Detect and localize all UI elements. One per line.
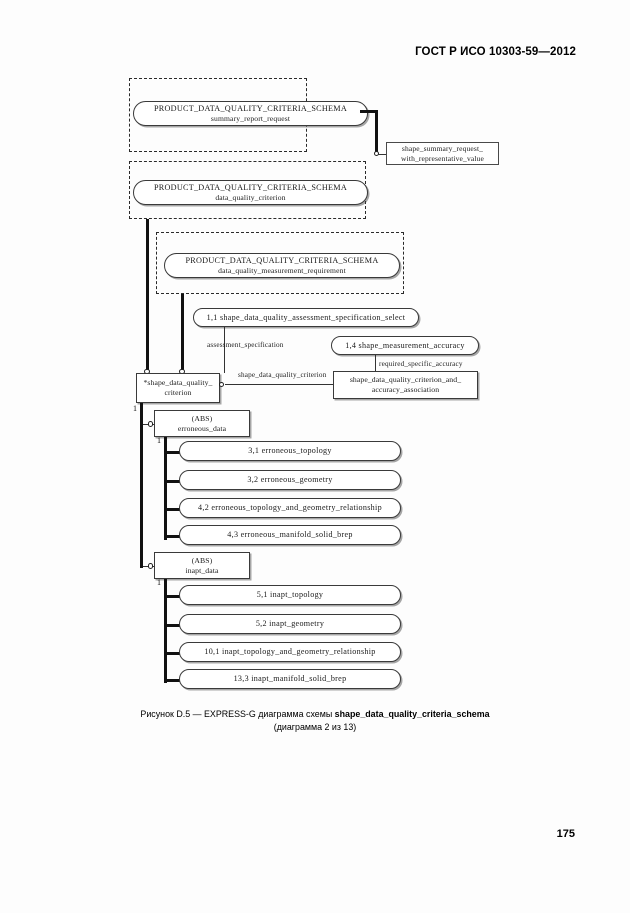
schema-ref-schema-name: PRODUCT_DATA_QUALITY_CRITERIA_SCHEMA bbox=[185, 255, 379, 265]
entity-abs-inapt-data[interactable]: (ABS) inapt_data bbox=[154, 552, 250, 579]
subtype-stub-erroneous-1 bbox=[166, 480, 180, 483]
connector-circle-abs-inapt bbox=[148, 563, 154, 569]
connector-assessment-specification bbox=[224, 327, 225, 373]
schema-ref-entity-name: data_quality_criterion bbox=[215, 192, 286, 202]
entity-inapt-topology-and-geometry-relationship[interactable]: 10,1 inapt_topology_and_geometry_relatio… bbox=[179, 642, 401, 662]
supertype-main-trunk bbox=[140, 403, 143, 568]
page-number: 175 bbox=[556, 828, 575, 840]
entity-line-2: criterion bbox=[164, 388, 192, 397]
subtype-bar-inapt bbox=[164, 579, 167, 683]
entity-abs-erroneous-data[interactable]: (ABS) erroneous_data bbox=[154, 410, 250, 437]
standard-header: ГОСТ Р ИСО 10303-59—2012 bbox=[415, 46, 576, 58]
schema-ref-entity-name: summary_report_request bbox=[210, 113, 291, 123]
entity-line-1: *shape_data_quality_ bbox=[143, 378, 213, 388]
subtype-stub-inapt-0 bbox=[166, 595, 180, 598]
subtype-label: 5,2 inapt_geometry bbox=[255, 619, 325, 628]
edge-label-assessment-specification: assessment_specification bbox=[207, 341, 284, 349]
subtype-bar-erroneous bbox=[164, 437, 167, 540]
abs-marker: (ABS) bbox=[191, 555, 213, 565]
subtype-label: 13,3 inapt_manifold_solid_brep bbox=[233, 674, 347, 683]
subtype-label: 3,2 erroneous_geometry bbox=[247, 475, 333, 484]
caption-prefix: Рисунок D.5 — EXPRESS-G диаграмма схемы bbox=[140, 709, 335, 719]
cardinality-inapt: 1 bbox=[157, 578, 161, 587]
entity-erroneous-topology[interactable]: 3,1 erroneous_topology bbox=[179, 441, 401, 461]
supertype-name: inapt_data bbox=[185, 565, 219, 575]
schema-frame-data-quality-measurement-requirement bbox=[156, 232, 404, 294]
type-shape-data-quality-assessment-specification-select[interactable]: 1,1 shape_data_quality_assessment_specif… bbox=[193, 308, 419, 327]
schema-ref-entity-name: data_quality_measurement_requirement bbox=[218, 265, 346, 275]
entity-erroneous-topology-and-geometry-relationship[interactable]: 4,2 erroneous_topology_and_geometry_rela… bbox=[179, 498, 401, 518]
subtype-label: 3,1 erroneous_topology bbox=[248, 446, 332, 455]
entity-erroneous-manifold-solid-brep[interactable]: 4,3 erroneous_manifold_solid_brep bbox=[179, 525, 401, 545]
trunk-mid-vertical bbox=[181, 294, 184, 372]
express-g-diagram: PRODUCT_DATA_QUALITY_CRITERIA_SCHEMA sum… bbox=[129, 78, 499, 689]
schema-ref-schema-name: PRODUCT_DATA_QUALITY_CRITERIA_SCHEMA bbox=[153, 103, 348, 113]
entity-line-1: shape_data_quality_criterion_and_ bbox=[349, 375, 462, 385]
entity-inapt-topology[interactable]: 5,1 inapt_topology bbox=[179, 585, 401, 605]
schema-ref-data-quality-criterion[interactable]: PRODUCT_DATA_QUALITY_CRITERIA_SCHEMA dat… bbox=[133, 180, 368, 205]
subtype-label: 4,2 erroneous_topology_and_geometry_rela… bbox=[198, 503, 382, 512]
entity-shape-data-quality-criterion-and-accuracy-association[interactable]: shape_data_quality_criterion_and_ accura… bbox=[333, 371, 478, 399]
subtype-stub-erroneous-2 bbox=[166, 508, 180, 511]
schema-ref-schema-name: PRODUCT_DATA_QUALITY_CRITERIA_SCHEMA bbox=[153, 182, 348, 192]
connector-criterion-association bbox=[225, 384, 333, 385]
subtype-label: 10,1 inapt_topology_and_geometry_relatio… bbox=[204, 647, 376, 656]
entity-shape-data-quality-criterion[interactable]: *shape_data_quality_ criterion bbox=[136, 373, 220, 403]
caption-schema-name: shape_data_quality_criteria_schema bbox=[334, 709, 490, 719]
cardinality-erroneous: 1 bbox=[157, 436, 161, 445]
cardinality-left: 1 bbox=[133, 404, 137, 413]
entity-inapt-manifold-solid-brep[interactable]: 13,3 inapt_manifold_solid_brep bbox=[179, 669, 401, 689]
edge-label-shape-data-quality-criterion: shape_data_quality_criterion bbox=[238, 371, 327, 379]
connector-required-specific-accuracy bbox=[375, 355, 376, 373]
type-shape-measurement-accuracy[interactable]: 1,4 shape_measurement_accuracy bbox=[331, 336, 479, 355]
type-label: 1,4 shape_measurement_accuracy bbox=[345, 340, 465, 350]
figure-caption: Рисунок D.5 — EXPRESS-G диаграмма схемы … bbox=[0, 708, 630, 733]
caption-subtitle: (диаграмма 2 из 13) bbox=[273, 721, 357, 732]
connector-summary-vertical bbox=[375, 110, 378, 154]
entity-inapt-geometry[interactable]: 5,2 inapt_geometry bbox=[179, 614, 401, 634]
note-line-1: shape_summary_request_ bbox=[401, 144, 484, 154]
connector-circle-criterion-association bbox=[219, 381, 225, 387]
schema-ref-data-quality-measurement-requirement[interactable]: PRODUCT_DATA_QUALITY_CRITERIA_SCHEMA dat… bbox=[164, 253, 400, 278]
schema-ref-summary-report-request[interactable]: PRODUCT_DATA_QUALITY_CRITERIA_SCHEMA sum… bbox=[133, 101, 368, 126]
subtype-stub-erroneous-0 bbox=[166, 451, 180, 454]
note-shape-summary-request: shape_summary_request_ with_representati… bbox=[386, 142, 499, 165]
connector-note-link bbox=[378, 153, 386, 155]
type-label: 1,1 shape_data_quality_assessment_specif… bbox=[206, 312, 406, 322]
subtype-stub-inapt-2 bbox=[166, 652, 180, 655]
trunk-left-vertical bbox=[146, 219, 149, 372]
entity-line-2: accuracy_association bbox=[371, 385, 440, 394]
subtype-stub-erroneous-3 bbox=[166, 535, 180, 538]
entity-erroneous-geometry[interactable]: 3,2 erroneous_geometry bbox=[179, 470, 401, 490]
subtype-label: 5,1 inapt_topology bbox=[256, 590, 324, 599]
subtype-stub-inapt-3 bbox=[166, 679, 180, 682]
edge-label-required-specific-accuracy: required_specific_accuracy bbox=[379, 360, 463, 368]
connector-circle-abs-erroneous bbox=[148, 421, 154, 427]
note-line-2: with_representative_value bbox=[401, 153, 484, 163]
connector-summary-horizontal bbox=[360, 110, 377, 113]
supertype-name: erroneous_data bbox=[177, 423, 227, 433]
subtype-label: 4,3 erroneous_manifold_solid_brep bbox=[227, 530, 353, 539]
abs-marker: (ABS) bbox=[191, 413, 213, 423]
subtype-stub-inapt-1 bbox=[166, 624, 180, 627]
